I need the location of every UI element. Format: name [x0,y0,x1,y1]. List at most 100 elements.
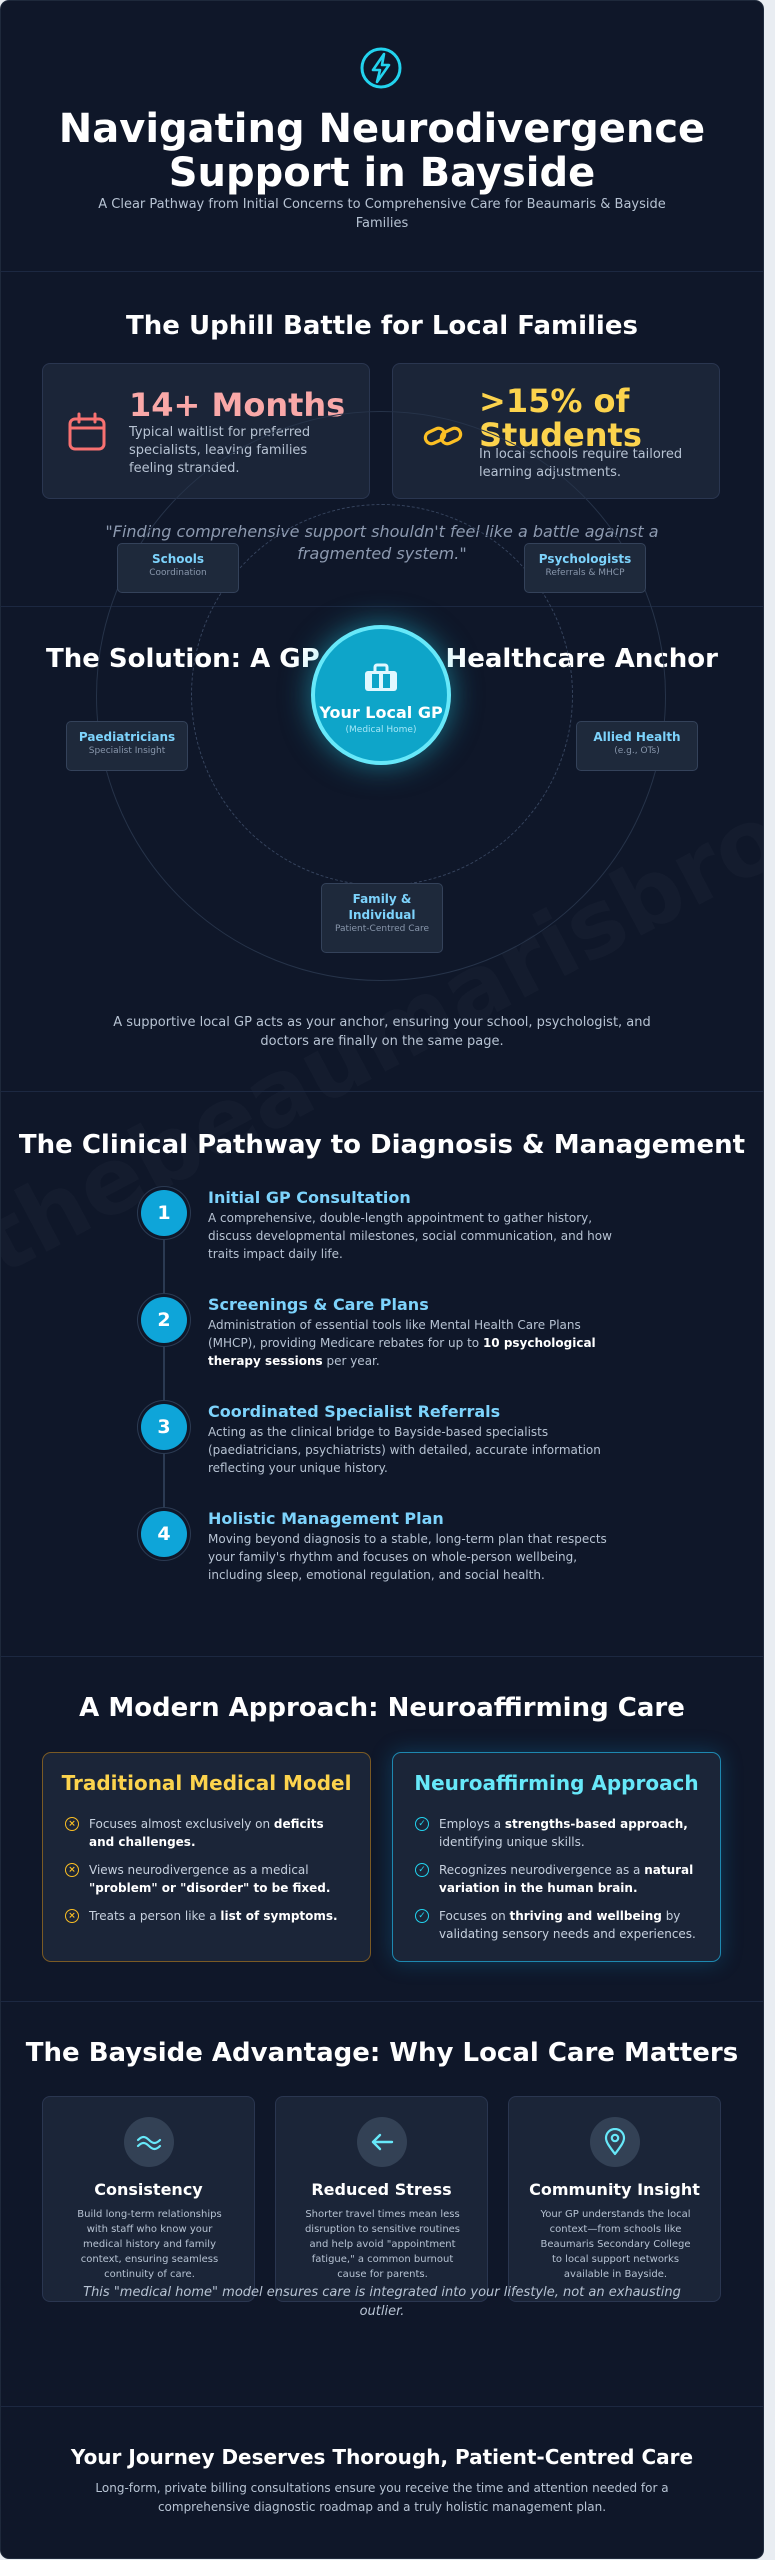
node-paediatricians: Paediatricians Specialist Insight [66,721,188,771]
item-text-a: Focuses on [439,1909,510,1923]
step-title: Screenings & Care Plans [208,1295,429,1314]
item-text-c: identifying unique skills. [439,1835,585,1849]
page-title: Navigating Neurodivergence Support in Ba… [58,106,706,196]
advantage-card-consistency: Consistency Build long-term relationship… [42,2096,255,2302]
hero-section: Navigating Neurodivergence Support in Ba… [1,1,763,271]
stat-value: 14+ Months [129,386,346,424]
item-text: Focuses almost exclusively on deficits a… [89,1815,353,1851]
card-title: Reduced Stress [311,2180,452,2199]
neuroaffirming-card: Neuroaffirming Approach ✓ Employs a stre… [392,1752,721,1962]
advantage-heading: The Bayside Advantage: Why Local Care Ma… [25,2038,739,2068]
node-allied-health: Allied Health (e.g., OTs) [576,721,698,771]
node-schools: Schools Coordination [117,543,239,593]
pathway-heading: The Clinical Pathway to Diagnosis & Mana… [18,1130,746,1160]
footer-subtitle: Long-form, private billing consultations… [95,2481,669,2514]
check-circle-icon: ✓ [415,1863,429,1877]
step-number: 2 [141,1297,187,1343]
gp-hub: Your Local GP (Medical Home) [311,625,451,765]
node-subtitle: (e.g., OTs) [614,746,660,756]
x-circle-icon: × [65,1863,79,1877]
item-text-bold: deficits and challenges. [89,1817,324,1849]
node-title: Schools [151,552,205,566]
step-title: Holistic Management Plan [208,1509,444,1528]
item-text-a: Employs a [439,1817,505,1831]
brain-lightning-icon [360,47,402,89]
page-subtitle: A Clear Pathway from Initial Concerns to… [98,197,666,231]
handshake-icon [136,2135,162,2151]
battle-heading: The Uphill Battle for Local Families [126,311,638,341]
card-description: Build long-term relationships with staff… [77,2209,222,2280]
item-text: Views neurodivergence as a medical "prob… [89,1861,353,1897]
step-number: 4 [141,1511,187,1557]
advantage-tagline: This "medical home" model ensures care i… [83,2285,681,2319]
card-title: Neuroaffirming Approach [414,1771,699,1795]
step-number: 1 [141,1190,187,1236]
icon-circle [590,2117,640,2167]
step-title: Coordinated Specialist Referrals [208,1402,501,1421]
step-desc-text: Administration of essential tools like M… [208,1318,581,1350]
medical-kit-icon [365,663,397,691]
advantage-section: The Bayside Advantage: Why Local Care Ma… [1,2001,763,2406]
item-text-a: Treats a person like a [89,1909,221,1923]
advantage-card-reduced-stress: Reduced Stress Shorter travel times mean… [275,2096,488,2302]
item-text-bold: list of symptoms. [220,1909,338,1923]
step-number: 3 [141,1404,187,1450]
approach-heading: A Modern Approach: Neuroaffirming Care [79,1693,685,1723]
item-text-a: Focuses almost exclusively on [89,1817,274,1831]
icon-circle [124,2117,174,2167]
item-text: Employs a strengths-based approach, iden… [439,1815,703,1851]
step-desc-text: per year. [322,1354,380,1368]
footer-section [1,2406,763,2558]
battle-section: The Uphill Battle for Local Families [1,271,763,606]
card-description: Your GP understands the local context—fr… [540,2209,691,2280]
arrow-left-icon [371,2133,394,2151]
card-title: Traditional Medical Model [61,1771,352,1795]
node-title: Allied Health [593,730,681,744]
item-text-bold: natural variation in the human brain. [439,1863,694,1895]
footer-title: Your Journey Deserves Thorough, Patient-… [70,2445,694,2469]
x-circle-icon: × [65,1909,79,1923]
node-title: Paediatricians [78,730,176,744]
node-psychologists: Psychologists Referrals & MHCP [524,543,646,593]
step-description: Administration of essential tools like M… [208,1316,628,1370]
map-pin-icon [604,2128,626,2156]
step-title: Initial GP Consultation [208,1188,411,1207]
item-text-bold: strengths-based approach, [504,1817,688,1831]
step-description: Moving beyond diagnosis to a stable, lon… [208,1532,607,1582]
step-desc-bold: 10 psychological therapy sessions [208,1336,596,1368]
card-description: Shorter travel times mean less disruptio… [304,2209,461,2280]
item-text-bold: "problem" or "disorder" to be fixed. [89,1881,331,1895]
x-circle-icon: × [65,1817,79,1831]
icon-circle [357,2117,407,2167]
stat-value: >15% of Students [479,382,642,454]
node-family: Family & Individual Patient-Centred Care [321,883,443,953]
approach-section: A Modern Approach: Neuroaffirming Care [1,1656,763,2001]
item-text: Treats a person like a list of symptoms. [89,1907,353,1925]
step-description: Acting as the clinical bridge to Bayside… [208,1425,601,1475]
node-subtitle: Coordination [149,568,207,578]
timeline-line [163,1213,165,1535]
advantage-card-community: Community Insight Your GP understands th… [508,2096,721,2302]
outer-orbit [96,411,666,981]
node-subtitle: Specialist Insight [88,746,166,756]
hub-subtitle: (Medical Home) [345,725,417,735]
check-circle-icon: ✓ [415,1909,429,1923]
item-text: Focuses on thriving and wellbeing by val… [439,1907,703,1943]
hub-title: Your Local GP [319,703,443,722]
item-text-a: Recognizes neurodivergence as a [439,1863,645,1877]
step-description: A comprehensive, double-length appointme… [208,1211,612,1261]
item-text-bold: thriving and wellbeing [509,1909,662,1923]
node-subtitle: Patient-Centred Care [334,924,430,934]
traditional-model-card: Traditional Medical Model × Focuses almo… [42,1752,371,1962]
solution-caption: A supportive local GP acts as your ancho… [113,1015,651,1049]
item-text-c: by validating sensory needs and experien… [439,1909,696,1941]
check-circle-icon: ✓ [415,1817,429,1831]
node-subtitle: Referrals & MHCP [545,568,625,578]
item-text-a: Views neurodivergence as a medical [89,1863,309,1877]
card-title: Consistency [94,2180,203,2199]
card-title: Community Insight [529,2180,700,2199]
node-title: Psychologists [538,552,632,566]
calendar-icon [68,412,106,451]
node-title: Family & Individual [348,892,416,922]
